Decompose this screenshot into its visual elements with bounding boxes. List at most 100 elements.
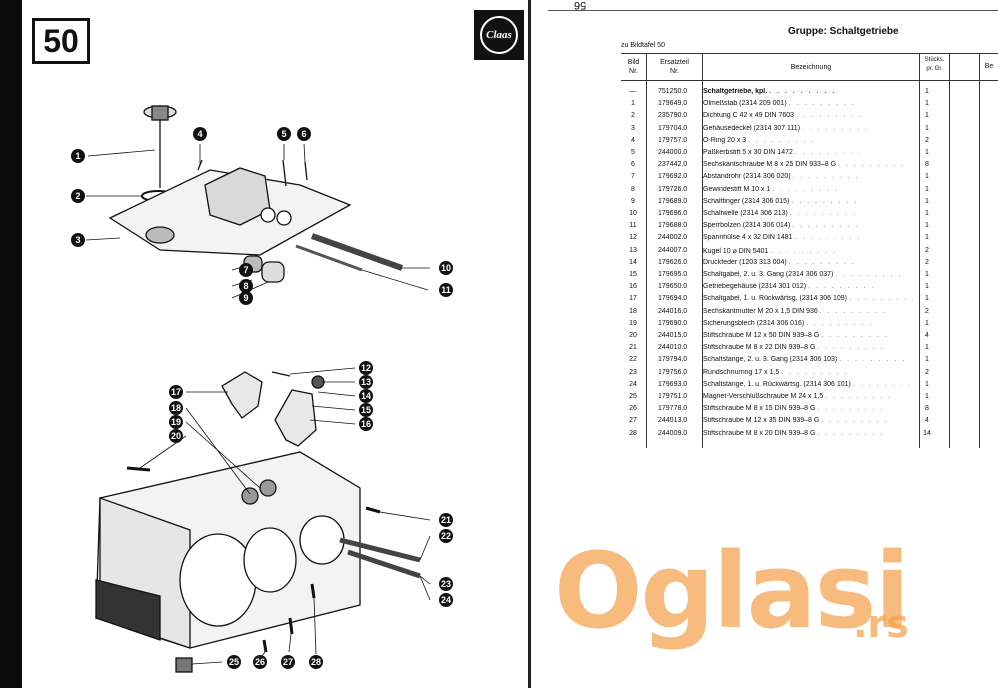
parts-table: Bild Nr. Ersatzteil Nr. Bezeichnung Stüc… xyxy=(621,53,998,448)
svg-text:4: 4 xyxy=(197,129,202,139)
col-divider xyxy=(949,53,950,448)
row-bezeichnung: Schaltgabel, 2. u. 3. Gang (2314 306 037… xyxy=(703,271,903,278)
row-ersatzteil-nr: 179649.0 xyxy=(658,100,688,108)
row-bild-nr: 5 xyxy=(631,149,635,156)
row-stueckzahl: 1 xyxy=(925,88,929,95)
row-bezeichnung: Druckfeder (1203 313 004) . . . . . . . … xyxy=(703,258,856,266)
svg-text:18: 18 xyxy=(171,403,181,413)
row-ersatzteil-nr: 237442.0 xyxy=(658,161,688,169)
row-bezeichnung: Schaltgetriebe, kpl. . . . . . . . . . xyxy=(703,88,837,95)
row-bezeichnung: Sperrbolzen (2314 306 014) . . . . . . .… xyxy=(703,222,860,230)
callout-21: 21 xyxy=(439,513,453,527)
col-divider xyxy=(919,53,920,448)
svg-text:28: 28 xyxy=(311,657,321,667)
row-bild-nr: 4 xyxy=(631,136,635,144)
watermark-suffix: .rs xyxy=(853,602,909,646)
svg-text:23: 23 xyxy=(441,579,451,589)
row-bezeichnung: Schaltfinger (2314 306 015) . . . . . . … xyxy=(703,197,859,205)
row-bezeichnung: Stiftschraube M 12 x 35 DIN 939–8 G . . … xyxy=(703,417,889,425)
row-bezeichnung: Stiftschraube M 8 x 22 DIN 939–8 G . . .… xyxy=(703,344,885,352)
exploded-diagram: 1234567891011121314151617181920212223242… xyxy=(71,105,453,673)
top-rule xyxy=(548,10,998,11)
callout-3: 3 xyxy=(71,233,85,247)
table-top-rule xyxy=(621,53,998,54)
row-stueckzahl: 1 xyxy=(925,319,929,327)
svg-text:20: 20 xyxy=(171,431,181,441)
callout-20: 20 xyxy=(169,429,183,443)
row-stueckzahl: 1 xyxy=(925,380,929,388)
row-stueckzahl: 4 xyxy=(925,332,929,339)
row-bezeichnung: Gewindestift M 10 x 1 . . . . . . . . . xyxy=(703,185,840,193)
parts-list-page: 56 Gruppe: Schaltgetriebe zu Bildtafel 5… xyxy=(548,0,998,688)
svg-text:3: 3 xyxy=(75,235,80,245)
callout-8: 8 xyxy=(239,279,253,293)
row-bild-nr: 19 xyxy=(629,319,637,327)
page-edge-bar xyxy=(0,0,22,688)
svg-text:17: 17 xyxy=(171,387,181,397)
row-bezeichnung: Stiftschraube M 8 x 15 DIN 939–8 G . . .… xyxy=(703,405,885,413)
watermark-logo: Oglasi xyxy=(554,530,910,652)
svg-text:16: 16 xyxy=(361,419,371,429)
row-stueckzahl: 1 xyxy=(925,393,929,400)
magnet-plug xyxy=(175,657,193,673)
col-divider xyxy=(646,53,647,448)
row-stueckzahl: 1 xyxy=(925,295,929,303)
svg-text:27: 27 xyxy=(283,657,293,667)
row-ersatzteil-nr: 179778.0 xyxy=(658,405,688,413)
parts-drawing-page: 50 Claas xyxy=(0,0,531,688)
shift-finger xyxy=(261,261,285,283)
svg-text:1: 1 xyxy=(75,151,80,161)
row-bezeichnung: Ölmeßstab (2314 209 001) . . . . . . . .… xyxy=(703,100,856,108)
row-stueckzahl: 4 xyxy=(925,417,929,425)
svg-text:12: 12 xyxy=(361,363,371,373)
row-bild-nr: 3 xyxy=(631,124,635,132)
header-extra: Be xyxy=(984,63,994,70)
row-stueckzahl: 1 xyxy=(925,197,929,205)
row-bezeichnung: Getriebegehäuse (2314 301 012) . . . . .… xyxy=(703,283,876,291)
row-bild-nr: 10 xyxy=(629,210,637,217)
dipstick-head xyxy=(151,105,169,121)
row-ersatzteil-nr: 179692.0 xyxy=(658,173,688,181)
row-bild-nr: 23 xyxy=(629,368,637,376)
row-stueckzahl: 1 xyxy=(925,210,929,217)
row-bild-nr: 21 xyxy=(629,344,637,352)
row-stueckzahl: 1 xyxy=(925,271,929,278)
row-bild-nr: — xyxy=(629,88,637,95)
row-stueckzahl: 1 xyxy=(925,124,929,132)
row-bezeichnung: Stiftschraube M 8 x 20 DIN 939–8 G . . .… xyxy=(703,429,885,437)
callout-9: 9 xyxy=(239,291,253,305)
shift-shaft xyxy=(310,233,404,271)
svg-text:11: 11 xyxy=(441,285,451,295)
row-stueckzahl: 1 xyxy=(925,234,929,242)
callout-4: 4 xyxy=(193,127,207,141)
row-bezeichnung: Rundschnurring 17 x 1,5 . . . . . . . . … xyxy=(703,368,849,376)
group-title: Gruppe: Schaltgetriebe xyxy=(788,26,899,37)
plate-number: 50 xyxy=(32,18,90,64)
row-ersatzteil-nr: 179690.0 xyxy=(658,319,688,327)
row-stueckzahl: 2 xyxy=(925,136,929,144)
row-bezeichnung: Schaltwelle (2314 306 213) . . . . . . .… xyxy=(703,210,857,217)
row-ersatzteil-nr: 179794.0 xyxy=(658,356,688,364)
row-bezeichnung: Schaltgabel, 1. u. Rückwärtsg. (2314 306… xyxy=(703,295,913,303)
row-ersatzteil-nr: 244015.0 xyxy=(658,332,688,339)
row-bild-nr: 26 xyxy=(629,405,637,413)
col-divider xyxy=(979,53,980,448)
svg-text:24: 24 xyxy=(441,595,451,605)
row-stueckzahl: 1 xyxy=(925,283,929,291)
row-bezeichnung: Spannhülse 4 x 32 DIN 1481 . . . . . . .… xyxy=(703,234,862,242)
callout-7: 7 xyxy=(239,263,253,277)
svg-text:19: 19 xyxy=(171,417,181,427)
row-stueckzahl: 1 xyxy=(925,112,929,120)
callout-12: 12 xyxy=(359,361,373,375)
row-stueckzahl: 1 xyxy=(925,222,929,230)
row-ersatzteil-nr: 244016.0 xyxy=(658,307,688,315)
callout-2: 2 xyxy=(71,189,85,203)
svg-text:13: 13 xyxy=(361,377,371,387)
